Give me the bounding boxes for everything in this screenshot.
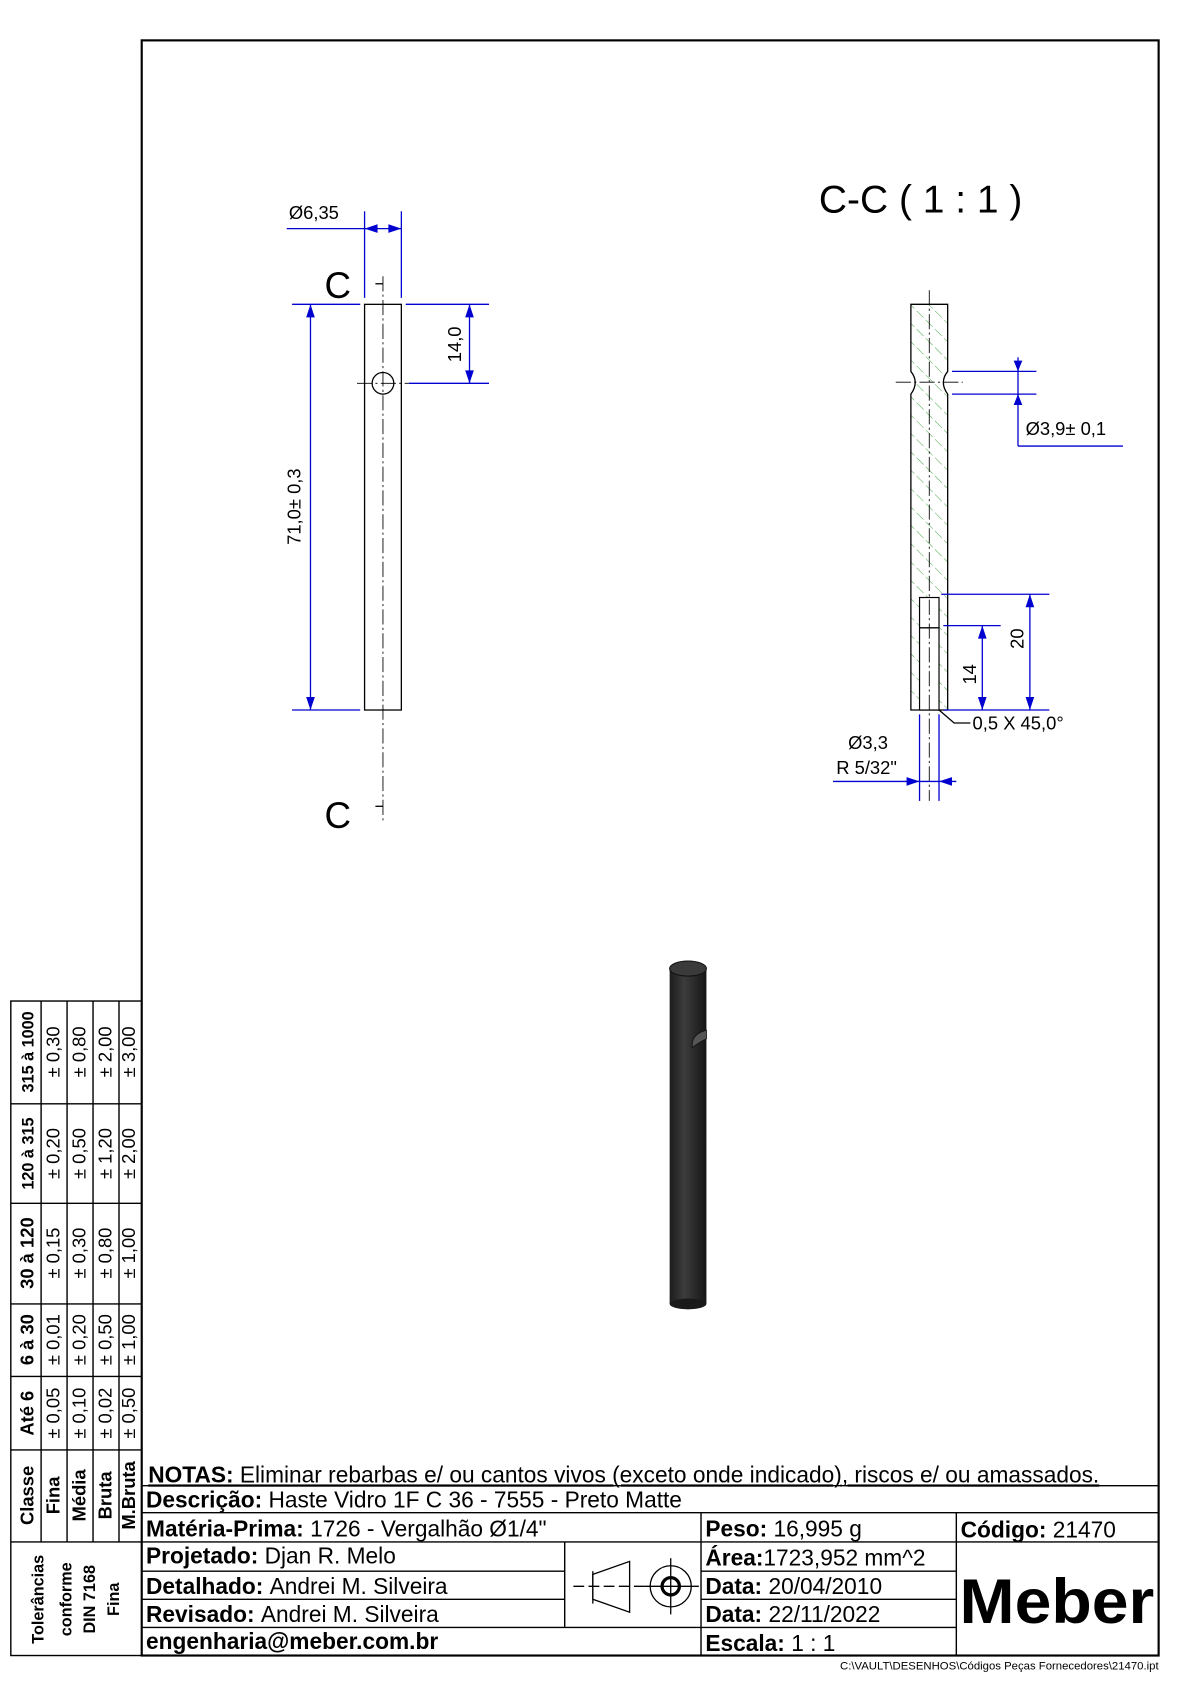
tolerance-value: ± 1,20 bbox=[94, 1128, 115, 1179]
tolerance-value: ± 2,00 bbox=[118, 1128, 139, 1179]
revised-by: Revisado: Andrei M. Silveira bbox=[146, 1601, 439, 1627]
description: Descrição: Haste Vidro 1F C 36 - 7555 - … bbox=[146, 1486, 682, 1512]
title-block: NOTAS: Eliminar rebarbas e/ ou cantos vi… bbox=[141, 1461, 1159, 1673]
tolerance-value: ± 0,20 bbox=[68, 1314, 89, 1365]
tolerance-value: ± 0,80 bbox=[94, 1228, 115, 1279]
length-dimension: 71,0± 0,3 bbox=[284, 303, 361, 711]
meber-logo: Meber bbox=[960, 1567, 1155, 1637]
svg-text:120 à 315: 120 à 315 bbox=[20, 1117, 38, 1189]
svg-text:Ø3,9± 0,1: Ø3,9± 0,1 bbox=[1026, 418, 1107, 439]
svg-text:14: 14 bbox=[959, 664, 980, 684]
detailed-by: Detalhado: Andrei M. Silveira bbox=[146, 1573, 448, 1599]
rod-3d-render bbox=[669, 960, 707, 1310]
tolerance-value: ± 0,01 bbox=[43, 1314, 64, 1365]
raw-material: Matéria-Prima: 1726 - Vergalhão Ø1/4" bbox=[146, 1516, 547, 1542]
svg-text:315 à 1000: 315 à 1000 bbox=[20, 1011, 38, 1092]
section-marker-bottom: C bbox=[325, 795, 352, 836]
creation-date: Data: 20/04/2010 bbox=[705, 1573, 882, 1599]
projection-symbol-icon bbox=[573, 1558, 699, 1615]
tolerance-class-label: M.Bruta bbox=[118, 1460, 139, 1529]
scale: Escala: 1 : 1 bbox=[705, 1630, 835, 1656]
svg-text:30 à 120: 30 à 120 bbox=[17, 1217, 38, 1289]
tolerance-class-label: Média bbox=[68, 1469, 89, 1522]
tolerance-value: ± 0,50 bbox=[118, 1388, 139, 1439]
notes: NOTAS: Eliminar rebarbas e/ ou cantos vi… bbox=[148, 1461, 1099, 1487]
bore-diameter-dimension: Ø3,3 R 5/32" bbox=[833, 714, 957, 801]
section-view: C-C ( 1 : 1 ) Ø3,9± 0,1 20 14 0,5 X 45,0… bbox=[819, 178, 1123, 801]
tolerance-class-label: Bruta bbox=[94, 1471, 115, 1520]
svg-text:Classe: Classe bbox=[17, 1466, 38, 1525]
tolerance-value: ± 3,00 bbox=[118, 1026, 139, 1077]
section-title: C-C ( 1 : 1 ) bbox=[819, 178, 1022, 221]
svg-text:R 5/32": R 5/32" bbox=[836, 757, 897, 778]
svg-text:20: 20 bbox=[1006, 628, 1027, 648]
tolerance-value: ± 0,50 bbox=[94, 1314, 115, 1365]
svg-text:14,0: 14,0 bbox=[444, 326, 465, 362]
tolerance-value: ± 0,30 bbox=[68, 1228, 89, 1279]
tolerance-table: Tolerâncias conforme DIN 7168 Fina Class… bbox=[10, 1000, 143, 1657]
bore-depth-dimensions: 20 14 bbox=[941, 593, 1050, 711]
tolerance-value: ± 1,00 bbox=[118, 1314, 139, 1365]
svg-text:0,5 X 45,0°: 0,5 X 45,0° bbox=[973, 712, 1064, 733]
tolerance-title: conforme bbox=[57, 1562, 75, 1636]
svg-text:71,0± 0,3: 71,0± 0,3 bbox=[284, 468, 305, 545]
neck-dimension: Ø3,9± 0,1 bbox=[952, 357, 1123, 447]
tolerance-header-row: Classe Até 6 6 à 30 30 à 120 120 à 315 3… bbox=[17, 1011, 38, 1525]
svg-text:6 à 30: 6 à 30 bbox=[17, 1314, 38, 1365]
tolerance-value: ± 0,20 bbox=[43, 1128, 64, 1179]
tolerance-value: ± 0,30 bbox=[43, 1026, 64, 1077]
tolerance-value: ± 0,80 bbox=[68, 1026, 89, 1077]
tolerance-value: ± 1,00 bbox=[118, 1228, 139, 1279]
tolerance-value: ± 0,15 bbox=[43, 1228, 64, 1279]
file-path: C:\VAULT\DESENHOS\Códigos Peças Forneced… bbox=[840, 1661, 1159, 1673]
diameter-dimension: Ø6,35 bbox=[286, 202, 403, 298]
svg-text:Ø3,3: Ø3,3 bbox=[848, 732, 888, 753]
chamfer-callout: 0,5 X 45,0° bbox=[938, 709, 1064, 733]
hole-position-dimension: 14,0 bbox=[405, 303, 489, 384]
revision-date: Data: 22/11/2022 bbox=[705, 1601, 880, 1627]
area: Área:1723,952 mm^2 bbox=[705, 1545, 925, 1571]
designed-by: Projetado: Djan R. Melo bbox=[146, 1543, 396, 1569]
tolerance-title: Tolerâncias bbox=[29, 1555, 47, 1644]
weight: Peso: 16,995 g bbox=[705, 1516, 862, 1542]
part-code: Código: 21470 bbox=[961, 1517, 1116, 1543]
tolerance-value: ± 0,05 bbox=[43, 1388, 64, 1439]
svg-text:Até 6: Até 6 bbox=[17, 1391, 38, 1436]
section-marker-top: C bbox=[325, 265, 352, 306]
svg-text:Ø6,35: Ø6,35 bbox=[289, 202, 339, 223]
rod-outline bbox=[363, 303, 403, 711]
tolerance-value: ± 0,10 bbox=[68, 1388, 89, 1439]
front-view: C C Ø6,35 14,0 71,0± 0,3 bbox=[284, 202, 489, 836]
drawing-frame bbox=[140, 39, 1160, 1657]
email: engenharia@meber.com.br bbox=[146, 1628, 438, 1654]
tolerance-title: Fina bbox=[105, 1582, 123, 1616]
tolerance-class-label: Fina bbox=[43, 1476, 64, 1515]
tolerance-title: DIN 7168 bbox=[81, 1565, 99, 1634]
tolerance-value: ± 2,00 bbox=[94, 1026, 115, 1077]
tolerance-value: ± 0,50 bbox=[68, 1128, 89, 1179]
tolerance-value: ± 0,02 bbox=[94, 1388, 115, 1439]
